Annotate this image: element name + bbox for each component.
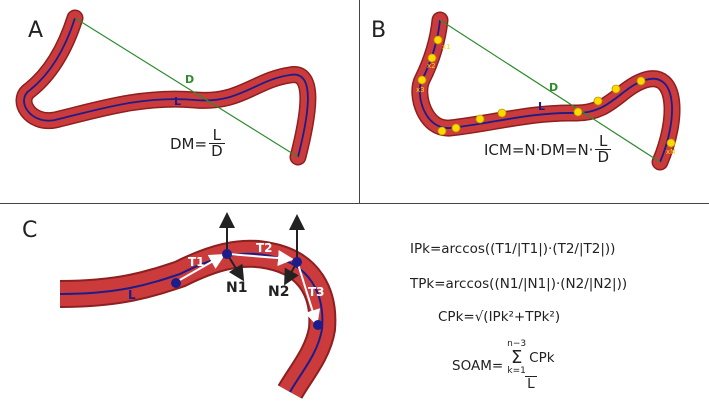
panel-a-diagram: D L (15, 9, 317, 166)
node-2 (222, 249, 232, 259)
formula-soam-den: L (525, 376, 537, 392)
chord-label-a: D (185, 73, 194, 86)
tangent-arrow-2 (227, 250, 294, 267)
normal-label-1: N1 (226, 280, 247, 296)
horizontal-divider (0, 203, 709, 204)
point (573, 107, 583, 117)
path-label-b: L (538, 100, 545, 113)
formula-cp: CPk=√(IPk²+TPk²) (438, 309, 561, 325)
formula-ip: IPk=arccos((T1/|T1|)·(T2/|T2|)) (410, 241, 616, 257)
point (666, 138, 676, 148)
point (427, 53, 437, 63)
formula-dm: DM= L D (170, 128, 225, 159)
sum-top: n−3 (507, 339, 527, 349)
path-label-c: L (128, 288, 136, 302)
panel-a-label: A (28, 18, 44, 43)
chord-label-b: D (549, 81, 558, 94)
formula-dm-den: D (209, 142, 225, 160)
sum-bottom: k=1 (507, 366, 526, 376)
vertical-divider (359, 0, 360, 203)
panel-c-label: C (22, 218, 38, 243)
point (475, 114, 485, 124)
point (437, 126, 447, 136)
sum-term: CPk (529, 349, 555, 366)
formula-soam-lhs: SOAM= (452, 358, 504, 374)
tangent-arrow-1 (177, 254, 226, 282)
point (636, 76, 646, 86)
node-3 (292, 257, 302, 267)
node-1 (171, 278, 181, 288)
point-label-xn: xN (666, 148, 675, 156)
normal-label-2: N2 (268, 284, 289, 300)
centerline-a (23, 17, 309, 158)
formula-icm-lhs: ICM=N·DM=N· (484, 140, 594, 159)
node-4 (313, 320, 323, 330)
tangent-label-3: T3 (308, 285, 325, 299)
sum-sigma: Σ (510, 347, 523, 368)
formula-dm-lhs: DM= (170, 134, 208, 153)
chord-b (439, 19, 661, 163)
point (611, 84, 621, 94)
formula-tp: TPk=arccos((N1/|N1|)·(N2/|N2|)) (410, 276, 628, 292)
point-label-x1: x1 (442, 43, 451, 51)
panel-c-diagram: L T1 T2 T3 N1 N2 (59, 212, 337, 400)
point (497, 108, 507, 118)
formula-soam: SOAM= n−3 Σ k=1 CPk L (452, 340, 557, 392)
point-label-x2: x2 (427, 62, 436, 70)
point (593, 96, 603, 106)
tangent-label-2: T2 (256, 241, 273, 255)
panel-b-label: B (371, 18, 387, 43)
tangent-label-1: T1 (188, 255, 205, 269)
formula-dm-num: L (212, 126, 222, 144)
panel-b-diagram: D L x1 x2 x3 xN (411, 11, 681, 171)
point (451, 123, 461, 133)
path-label-a: L (174, 95, 181, 108)
formula-icm-den: D (595, 148, 612, 166)
point (433, 35, 443, 45)
tangent-arrow-3 (297, 263, 321, 326)
point (417, 75, 427, 85)
point-label-x3: x3 (416, 86, 425, 94)
formula-icm: ICM=N·DM=N· L D (484, 132, 612, 166)
formula-icm-num: L (599, 132, 608, 150)
centerline-c (59, 252, 324, 393)
chord-a (74, 17, 299, 158)
sample-points (417, 35, 676, 148)
